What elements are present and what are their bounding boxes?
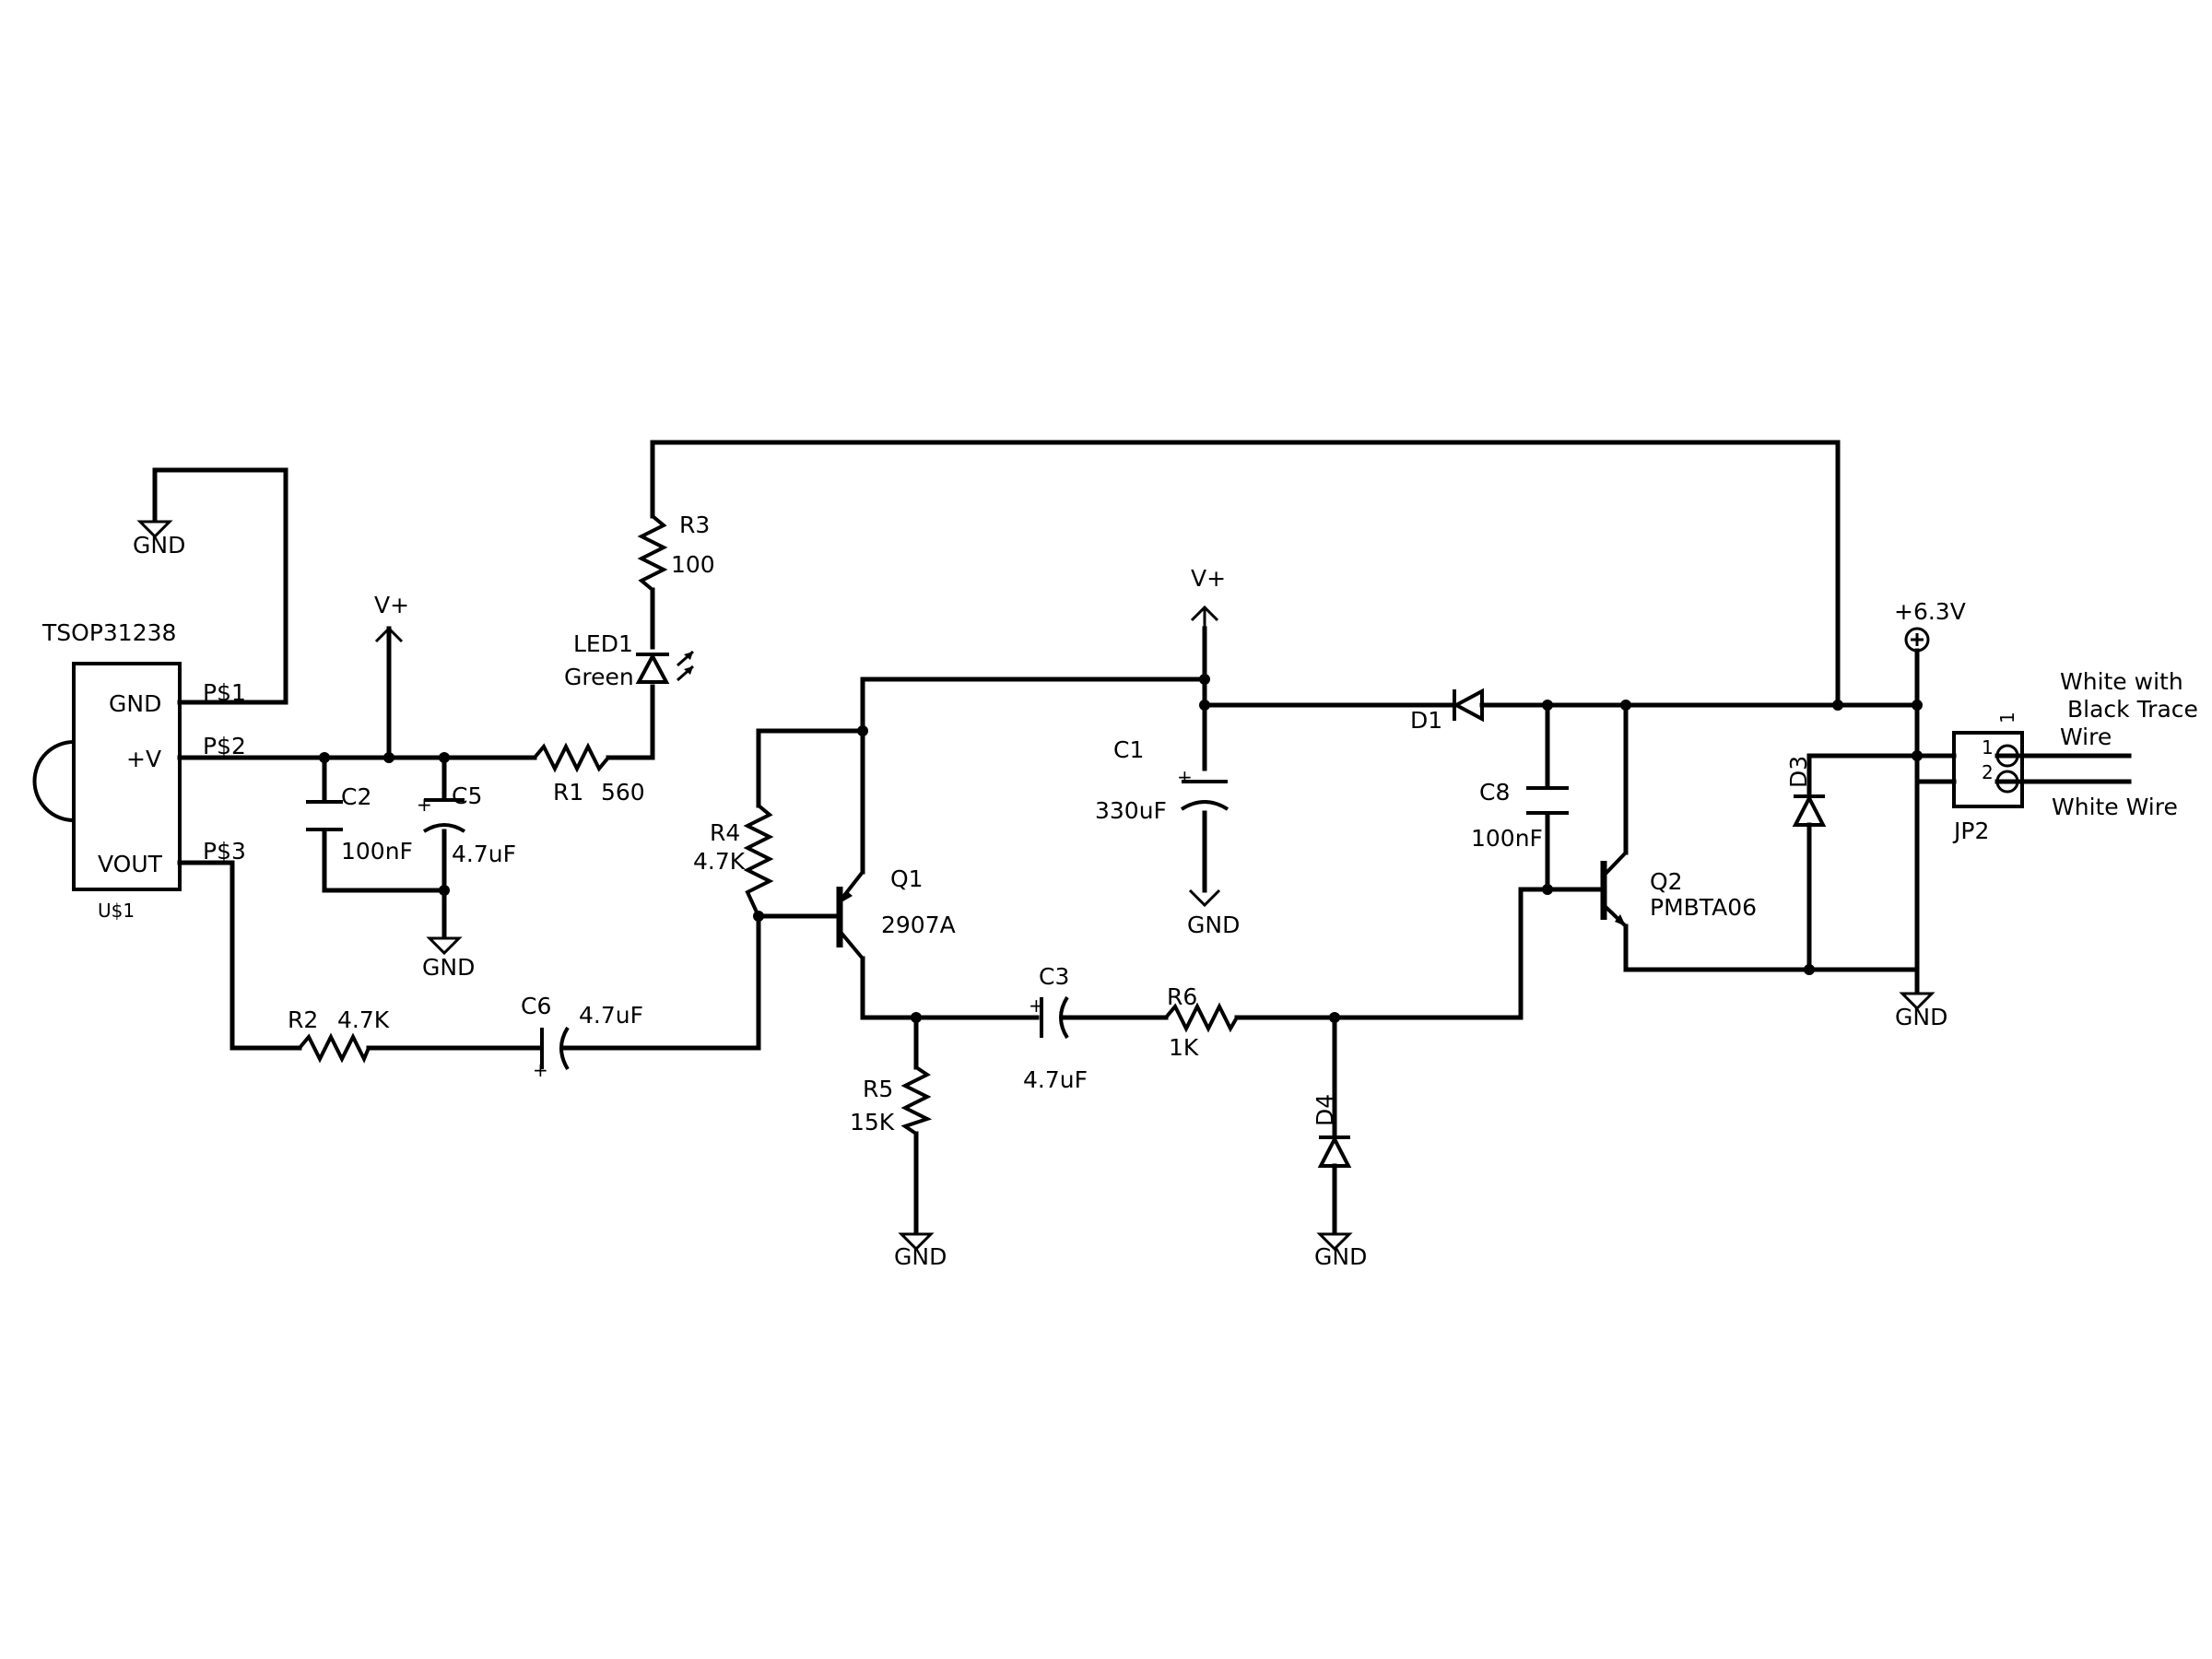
vplus-symbol-center: V+ <box>1190 565 1226 629</box>
u1-pin-vout: VOUT <box>98 851 163 877</box>
ground-icon: GND <box>1314 1232 1367 1270</box>
diode-d3: D3 <box>1785 756 1827 827</box>
d3-ref: D3 <box>1785 756 1812 788</box>
light-emission-icon <box>677 650 694 682</box>
resistor-r3: R3 100 <box>637 512 715 592</box>
transistor-q1: Q1 2907A <box>831 865 956 960</box>
capacitor-c3: + C3 4.7uF <box>1023 963 1088 1093</box>
capacitor-c8: C8 100nF <box>1471 779 1569 852</box>
gnd-label: GND <box>1187 912 1240 938</box>
q2-value: PMBTA06 <box>1650 894 1757 921</box>
resistor-r5: R5 15K <box>850 1065 933 1135</box>
wire-labels: White with Black Trace Wire White Wire <box>2052 668 2198 820</box>
c5-ref: C5 <box>452 782 482 809</box>
gnd-label: GND <box>894 1243 947 1270</box>
wires <box>152 440 2132 1235</box>
vplus-label: V+ <box>1191 565 1226 592</box>
wire-label-line1: White with <box>2060 668 2183 695</box>
u1-p3: P$3 <box>203 838 246 865</box>
svg-text:+: + <box>1029 994 1044 1017</box>
resistor-r6: R6 1K <box>1164 983 1239 1061</box>
resistor-r4: R4 4.7K <box>693 804 774 917</box>
ground-icon: GND <box>133 519 185 559</box>
ground-icon: GND <box>894 1232 947 1270</box>
c1-value: 330uF <box>1095 797 1167 824</box>
gnd-label: GND <box>1895 1004 1947 1030</box>
junction-dots <box>319 674 1923 1023</box>
supply-label: +6.3V <box>1894 598 1966 625</box>
diode-d1: D1 <box>1410 688 1484 734</box>
c5-value: 4.7uF <box>452 841 516 867</box>
u1-name: TSOP31238 <box>41 619 176 646</box>
vplus-symbol-left: V+ <box>374 592 409 643</box>
d4-ref: D4 <box>1312 1094 1338 1126</box>
r5-value: 15K <box>850 1109 895 1135</box>
r1-value: 560 <box>601 779 645 806</box>
connector-jp2: 1 2 1 JP2 <box>1952 712 2025 844</box>
gnd-label: GND <box>1314 1243 1367 1270</box>
gnd-label: GND <box>133 532 185 559</box>
r6-value: 1K <box>1169 1034 1199 1061</box>
ground-icon: GND <box>422 936 475 981</box>
r5-ref: R5 <box>863 1076 893 1102</box>
ground-icon: GND <box>1187 888 1240 938</box>
u1-ir-receiver: TSOP31238 U$1 GND +V VOUT P$1 P$2 P$3 <box>32 619 246 922</box>
c6-ref: C6 <box>521 993 551 1019</box>
capacitor-c2: C2 100nF <box>306 783 413 865</box>
wire-label-line3: Wire <box>2060 724 2112 750</box>
transistor-q2: Q2 PMBTA06 <box>1600 851 1757 928</box>
c8-value: 100nF <box>1471 825 1543 852</box>
u1-pin-v: +V <box>126 746 161 772</box>
capacitor-c5: + C5 4.7uF <box>417 782 516 867</box>
ground-icon: GND <box>1895 992 1947 1030</box>
u1-ref: U$1 <box>98 900 135 922</box>
u1-p1: P$1 <box>203 679 246 706</box>
r4-ref: R4 <box>710 819 740 846</box>
svg-text:+: + <box>1177 766 1193 788</box>
c1-ref: C1 <box>1113 736 1144 763</box>
r4-value: 4.7K <box>693 848 746 875</box>
led1-ref: LED1 <box>573 630 633 657</box>
led1: LED1 Green <box>564 630 694 690</box>
c8-ref: C8 <box>1479 779 1510 806</box>
q1-value: 2907A <box>881 912 956 938</box>
wire-label-line2: Black Trace <box>2067 696 2198 723</box>
r2-value: 4.7K <box>337 1006 390 1033</box>
supply-6v3: +6.3V <box>1894 598 1966 653</box>
c3-ref: C3 <box>1039 963 1069 990</box>
vplus-label: V+ <box>374 592 409 618</box>
svg-text:+: + <box>417 794 432 816</box>
resistor-r1: R1 560 <box>533 742 645 806</box>
jp2-ref: JP2 <box>1952 818 1989 844</box>
led1-value: Green <box>564 664 634 690</box>
ground-symbols: GND GND GND GND GND GND <box>133 519 1947 1270</box>
wire-label-white: White Wire <box>2052 794 2178 820</box>
resistor-r2: R2 4.7K <box>288 1006 390 1064</box>
d1-ref: D1 <box>1410 707 1442 734</box>
c2-ref: C2 <box>341 783 371 810</box>
r6-ref: R6 <box>1167 983 1197 1010</box>
svg-text:+: + <box>533 1059 548 1081</box>
r3-ref: R3 <box>679 512 710 538</box>
q2-ref: Q2 <box>1650 868 1683 895</box>
jp2-pin1-top: 1 <box>1996 712 2018 724</box>
r2-ref: R2 <box>288 1006 318 1033</box>
capacitor-c1: + C1 330uF <box>1095 736 1230 824</box>
capacitor-c6: + C6 4.7uF <box>521 993 643 1081</box>
jp2-pin2: 2 <box>1982 761 1994 783</box>
c2-value: 100nF <box>341 838 413 865</box>
q1-ref: Q1 <box>890 865 924 892</box>
c6-value: 4.7uF <box>579 1002 643 1029</box>
r3-value: 100 <box>671 551 715 578</box>
u1-p2: P$2 <box>203 733 246 759</box>
gnd-label: GND <box>422 954 475 981</box>
r1-ref: R1 <box>553 779 583 806</box>
u1-pin-gnd: GND <box>109 690 161 717</box>
c3-value: 4.7uF <box>1023 1066 1088 1093</box>
jp2-pin1: 1 <box>1982 736 1994 759</box>
diode-d4: D4 <box>1312 1094 1352 1168</box>
